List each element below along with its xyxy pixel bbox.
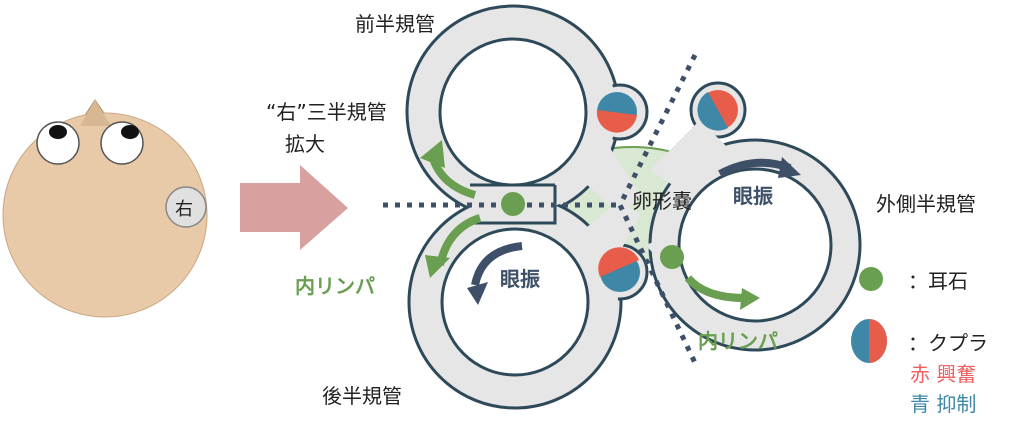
nose-top [80, 100, 111, 126]
magnified-title-line1: “右”三半規管 [266, 100, 387, 124]
endolymph-label-left: 内リンパ [295, 274, 375, 298]
nystagmus-arrow-left [471, 242, 523, 286]
anterior-canal-lumen [438, 37, 588, 187]
endolymph-label-right: 内リンパ [698, 329, 778, 353]
otolith-dot-right [660, 245, 684, 269]
endolymph-arrow-lateral [684, 275, 746, 302]
magnified-title-line2: 拡大 [285, 132, 325, 156]
utricle-label: 卵形嚢 [632, 189, 692, 213]
anterior-canal-label: 前半規管 [355, 12, 435, 36]
otolith-dot-left [501, 192, 525, 216]
head-illustration [2, 99, 208, 318]
right-ear-label: 右 [175, 199, 193, 220]
nystagmus-label-left: 眼振 [500, 267, 540, 291]
lateral-canal-label: 外側半規管 [876, 192, 976, 216]
legend-cupula-label: ：クプラ [908, 331, 988, 355]
legend-otolith-label: ：耳石 [908, 269, 968, 293]
nystagmus-label-right: 眼振 [733, 184, 773, 208]
cupula-posterior [598, 247, 640, 292]
legend-red-excitation: 赤 興奮 [910, 362, 977, 386]
lateral-canal-lumen [677, 167, 833, 323]
posterior-canal-label: 後半規管 [322, 384, 402, 408]
legend-blue-inhibition: 青 抑制 [910, 392, 977, 416]
cupula-anterior [596, 92, 637, 133]
left-eye [36, 121, 80, 165]
magnify-arrow-icon [240, 165, 348, 250]
legend-otolith-icon [859, 267, 883, 291]
right-ear-icon [165, 186, 207, 228]
cupula-lateral [697, 90, 738, 131]
right-pupil [121, 125, 139, 139]
left-pupil [49, 125, 67, 139]
